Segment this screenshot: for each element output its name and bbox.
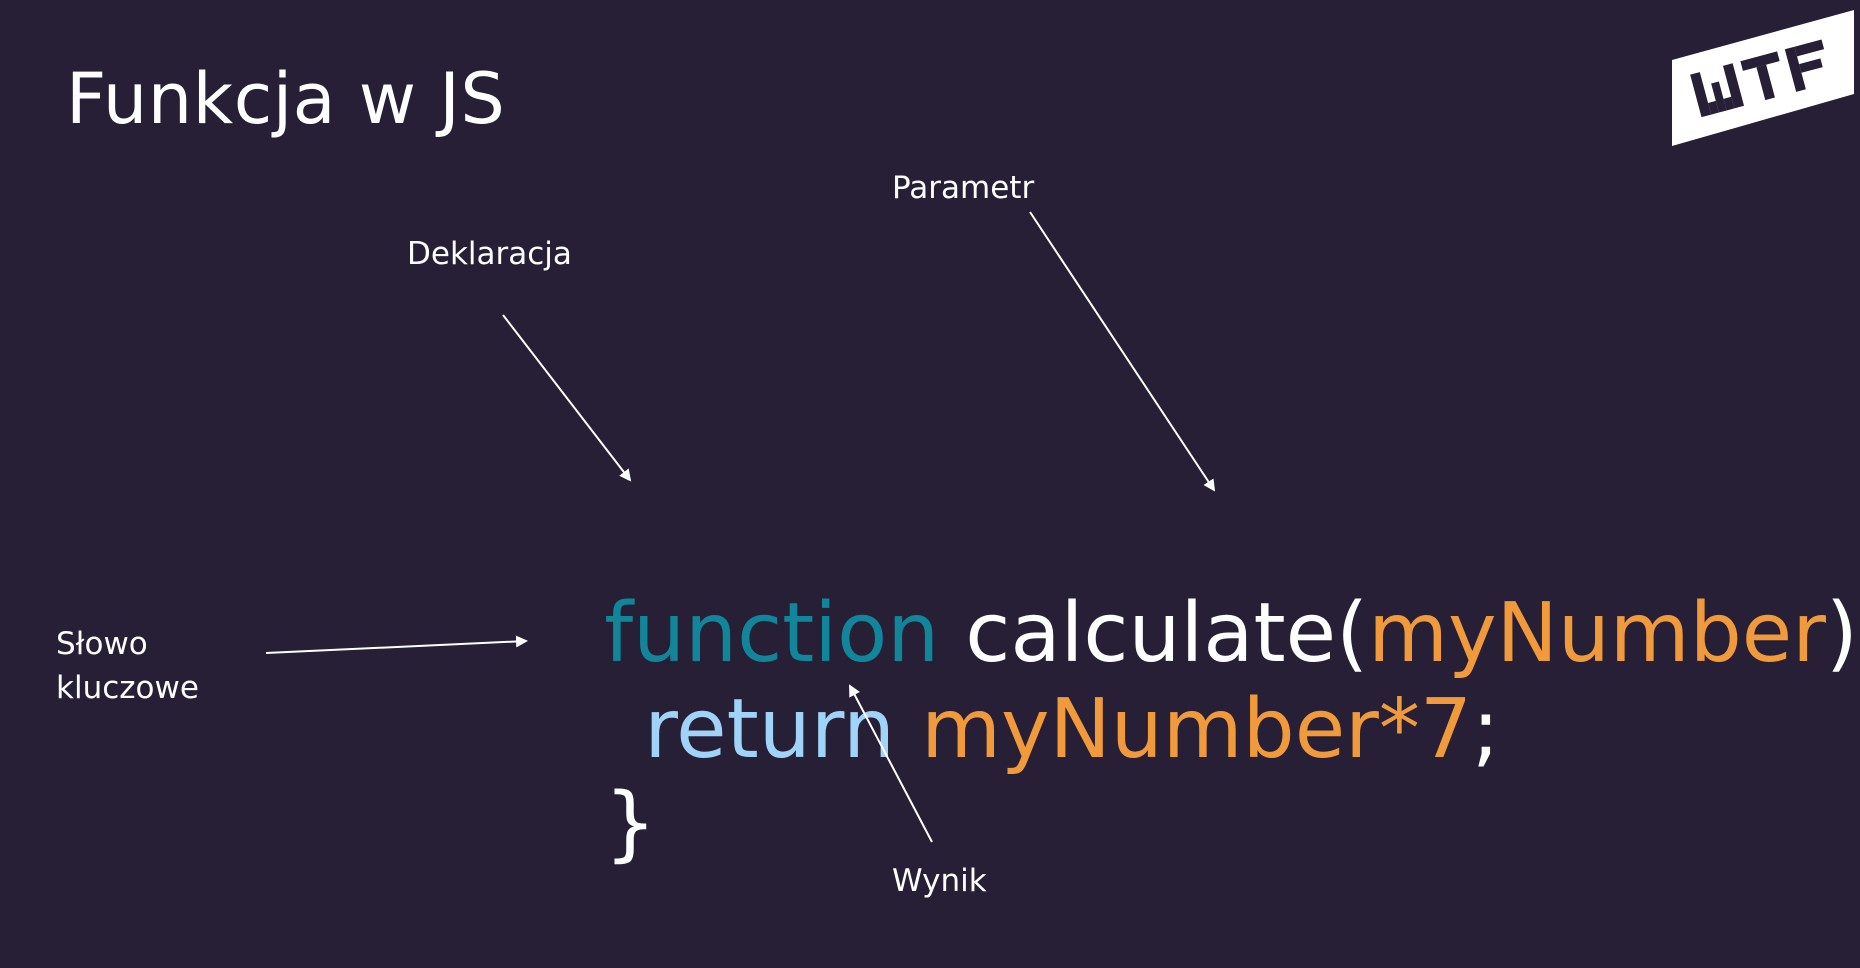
declaration-label: Deklaracja [407,236,572,272]
return-expression: myNumber*7 [895,682,1473,777]
code-line-function: function calculate(myNumber) { [500,490,1860,778]
return-keyword: return [644,682,895,777]
function-close-brace: } [604,776,657,871]
slide: Funkcja w JS Deklaracja Parametr Słowo k… [56,10,1860,899]
keyword-label: Słowo kluczowe [56,622,199,710]
keyword-label-line2: kluczowe [56,670,199,706]
function-open-brace: ) { [1825,586,1858,681]
result-label: Wynik [892,863,987,899]
keyword-arrow [265,635,528,654]
return-semicolon: ; [1472,682,1500,777]
wtf-logo [1672,10,1854,146]
keyword-label-line1: Słowo [56,626,148,662]
result-arrow [849,684,933,843]
parameter-label: Parametr [892,170,1035,206]
annotation-arrows [265,211,1216,843]
declaration-arrow [502,314,632,482]
code-line-return: return myNumber*7; [540,586,1500,874]
function-keyword: function [604,586,940,681]
function-name: calculate( [939,586,1369,681]
slide-title: Funkcja w JS [66,58,506,140]
parameter-arrow [1029,211,1216,492]
function-parameter: myNumber [1368,586,1826,681]
code-line-close: } [500,680,656,968]
